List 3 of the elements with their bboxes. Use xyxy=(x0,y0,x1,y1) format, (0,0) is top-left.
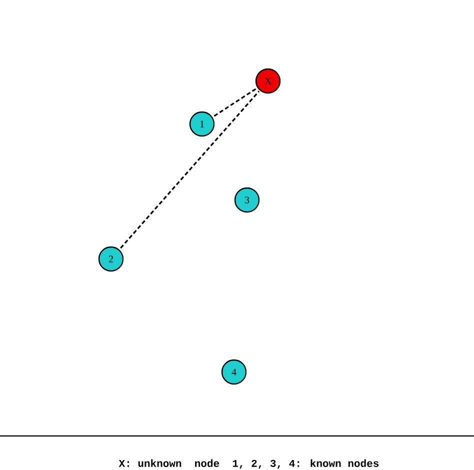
caption: X: unknown node 1, 2, 3, 4: known nodes xyxy=(118,459,379,469)
dashed-line xyxy=(120,90,260,249)
dashed-line xyxy=(214,88,258,117)
